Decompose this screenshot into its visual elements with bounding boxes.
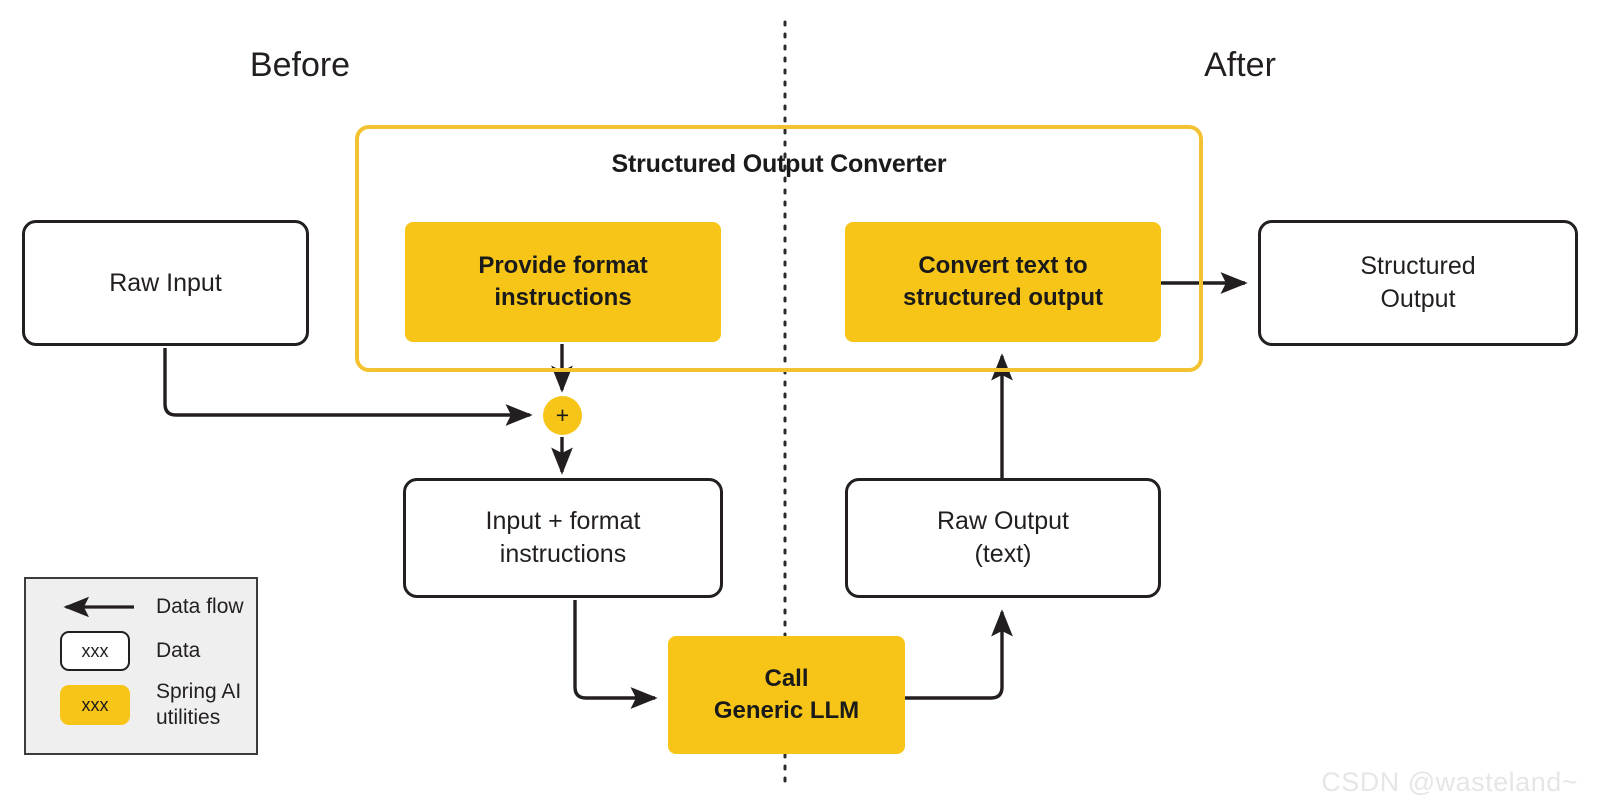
- legend-item-data-flow: Data flow: [52, 594, 244, 620]
- legend-label-data-flow: Data flow: [156, 595, 244, 618]
- merge-plus-node: +: [543, 396, 582, 435]
- legend-label-data: Data: [156, 638, 201, 662]
- legend-chip-data: xxx: [60, 631, 130, 671]
- legend-item-data: xxx Data: [52, 631, 200, 671]
- legend-swatch-arrow: [52, 596, 138, 618]
- node-structured-output[interactable]: Structured Output: [1258, 220, 1578, 346]
- node-provide-format-instructions[interactable]: Provide format instructions: [405, 222, 721, 342]
- node-raw-output-text[interactable]: Raw Output (text): [845, 478, 1161, 598]
- data-flow-arrow-icon: [63, 596, 134, 618]
- legend-label-spring-ai-utilities: Spring AI utilities: [156, 680, 242, 730]
- wire-call-llm-to-raw-output: [905, 609, 1013, 700]
- node-input-plus-format-instructions[interactable]: Input + format instructions: [403, 478, 723, 598]
- wire-input-format-to-call-llm: [573, 600, 658, 709]
- node-raw-input[interactable]: Raw Input: [22, 220, 309, 346]
- legend-swatch-data: xxx: [52, 631, 138, 671]
- legend-chip-utility: xxx: [60, 685, 130, 726]
- legend-panel: Data flow xxx Data xxx Spring AI utiliti…: [24, 577, 258, 755]
- converter-group-title: Structured Output Converter: [611, 150, 947, 178]
- node-call-generic-llm[interactable]: Call Generic LLM: [668, 636, 905, 754]
- structured-output-converter-group: [355, 125, 1203, 372]
- legend-item-spring-ai-utilities: xxx Spring AI utilities: [52, 679, 241, 732]
- phase-label-after: After: [1204, 46, 1276, 84]
- node-convert-text-to-structured-output[interactable]: Convert text to structured output: [845, 222, 1161, 342]
- phase-label-before: Before: [249, 46, 351, 84]
- legend-swatch-utility: xxx: [52, 685, 138, 726]
- watermark-text: CSDN @wasteland~: [1321, 767, 1578, 797]
